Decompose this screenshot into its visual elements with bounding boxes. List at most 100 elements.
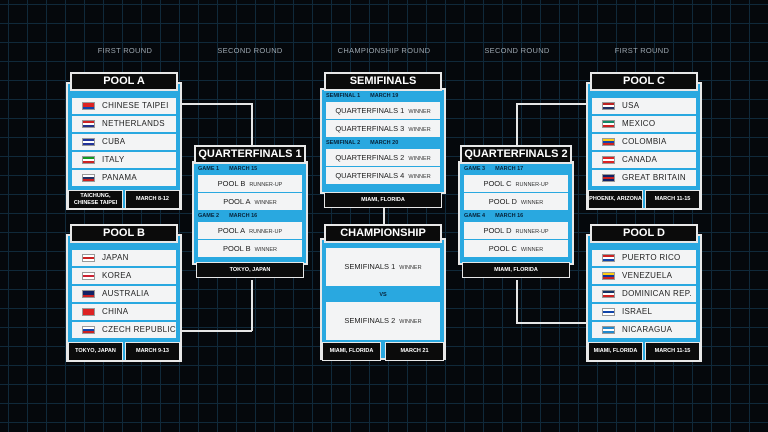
vs-label: VS	[379, 292, 387, 298]
team-name: CANADA	[622, 155, 658, 164]
game-number: GAME 4	[464, 213, 486, 219]
pool-location: PHOENIX, ARIZONA	[588, 190, 643, 209]
team-row[interactable]: ITALY	[72, 152, 176, 168]
connector	[516, 280, 518, 323]
matchup-tag: WINNER	[399, 265, 422, 271]
team-row[interactable]: VENEZUELA	[592, 268, 696, 284]
matchup-team: POOL B	[223, 244, 251, 253]
team-row[interactable]: COLOMBIA	[592, 134, 696, 150]
quarterfinal-location: MIAMI, FLORIDA	[462, 262, 570, 278]
team-row[interactable]: CHINA	[72, 304, 176, 320]
pool-card: USA MEXICO COLOMBIA CANADA GREAT BRITAIN	[586, 82, 702, 210]
team-row[interactable]: CANADA	[592, 152, 696, 168]
team-name: KOREA	[102, 271, 132, 280]
connector	[516, 103, 518, 145]
matchup-tag: WINNER	[254, 247, 277, 253]
team-row[interactable]: NETHERLANDS	[72, 116, 176, 132]
team-row[interactable]: CZECH REPUBLIC	[72, 322, 176, 338]
matchup-team: QUARTERFINALS 4	[335, 171, 405, 180]
pool-dates: MARCH 11-15	[645, 190, 700, 209]
team-name: MEXICO	[622, 119, 656, 128]
team-name: ISRAEL	[622, 307, 653, 316]
cuba-flag-icon	[82, 138, 95, 146]
team-row[interactable]: DOMINICAN REP.	[592, 286, 696, 302]
quarterfinal-title: QUARTERFINALS 2	[460, 145, 572, 164]
game-date: MARCH 17	[495, 166, 524, 172]
matchup-tag: RUNNER-UP	[249, 182, 283, 188]
panama-flag-icon	[82, 174, 95, 182]
team-row[interactable]: JAPAN	[72, 250, 176, 266]
team-row[interactable]: CUBA	[72, 134, 176, 150]
game-date: MARCH 16	[495, 213, 524, 219]
game-label: GAME 4 MARCH 16	[464, 212, 523, 220]
round-label-championship: CHAMPIONSHIP ROUND	[337, 46, 431, 55]
puerto-rico-flag-icon	[602, 254, 615, 262]
pool-title: POOL A	[70, 72, 178, 91]
round-label-first-right: FIRST ROUND	[614, 46, 670, 55]
team-row[interactable]: GREAT BRITAIN	[592, 170, 696, 186]
matchup-team: POOL C	[483, 179, 512, 188]
game-number: GAME 1	[198, 166, 220, 172]
pool-title: POOL B	[70, 224, 178, 243]
china-flag-icon	[82, 308, 95, 316]
pool-location: TAICHUNG, CHINESE TAIPEI	[68, 190, 123, 209]
pool-dates: MARCH 9-13	[125, 342, 180, 361]
netherlands-flag-icon	[82, 120, 95, 128]
pool-card: PUERTO RICO VENEZUELA DOMINICAN REP. ISRAEL…	[586, 234, 702, 362]
team-row[interactable]: MEXICO	[592, 116, 696, 132]
venezuela-flag-icon	[602, 272, 615, 280]
matchup-team: SEMIFINALS 2	[344, 316, 396, 325]
usa-flag-icon	[602, 102, 615, 110]
team-row[interactable]: ISRAEL	[592, 304, 696, 320]
team-row[interactable]: PANAMA	[72, 170, 176, 186]
team-row[interactable]: AUSTRALIA	[72, 286, 176, 302]
team-name: PANAMA	[102, 173, 137, 182]
team-row[interactable]: USA	[592, 98, 696, 114]
matchup-team: POOL D	[488, 197, 517, 206]
matchup-tag: RUNNER-UP	[515, 182, 549, 188]
team-row[interactable]: KOREA	[72, 268, 176, 284]
connector	[251, 103, 253, 145]
quarterfinal-location: TOKYO, JAPAN	[196, 262, 304, 278]
team-name: AUSTRALIA	[102, 289, 150, 298]
round-label-first-left: FIRST ROUND	[97, 46, 153, 55]
team-row[interactable]: NICARAGUA	[592, 322, 696, 338]
team-row[interactable]: CHINESE TAIPEI	[72, 98, 176, 114]
quarterfinal-title: QUARTERFINALS 1	[194, 145, 306, 164]
championship-location: MIAMI, FLORIDA	[322, 342, 381, 361]
connector	[182, 330, 252, 332]
team-row[interactable]: PUERTO RICO	[592, 250, 696, 266]
italy-flag-icon	[82, 156, 95, 164]
matchup-tag: WINNER	[254, 200, 277, 206]
team-name: GREAT BRITAIN	[622, 173, 686, 182]
team-name: ITALY	[102, 155, 125, 164]
matchup-team: POOL D	[483, 226, 512, 235]
championship-title: CHAMPIONSHIP	[324, 224, 442, 243]
korea-flag-icon	[82, 272, 95, 280]
game-date: MARCH 16	[229, 213, 258, 219]
team-name: CUBA	[102, 137, 126, 146]
australia-flag-icon	[82, 290, 95, 298]
semifinals-title: SEMIFINALS	[324, 72, 442, 91]
connector	[516, 103, 586, 105]
